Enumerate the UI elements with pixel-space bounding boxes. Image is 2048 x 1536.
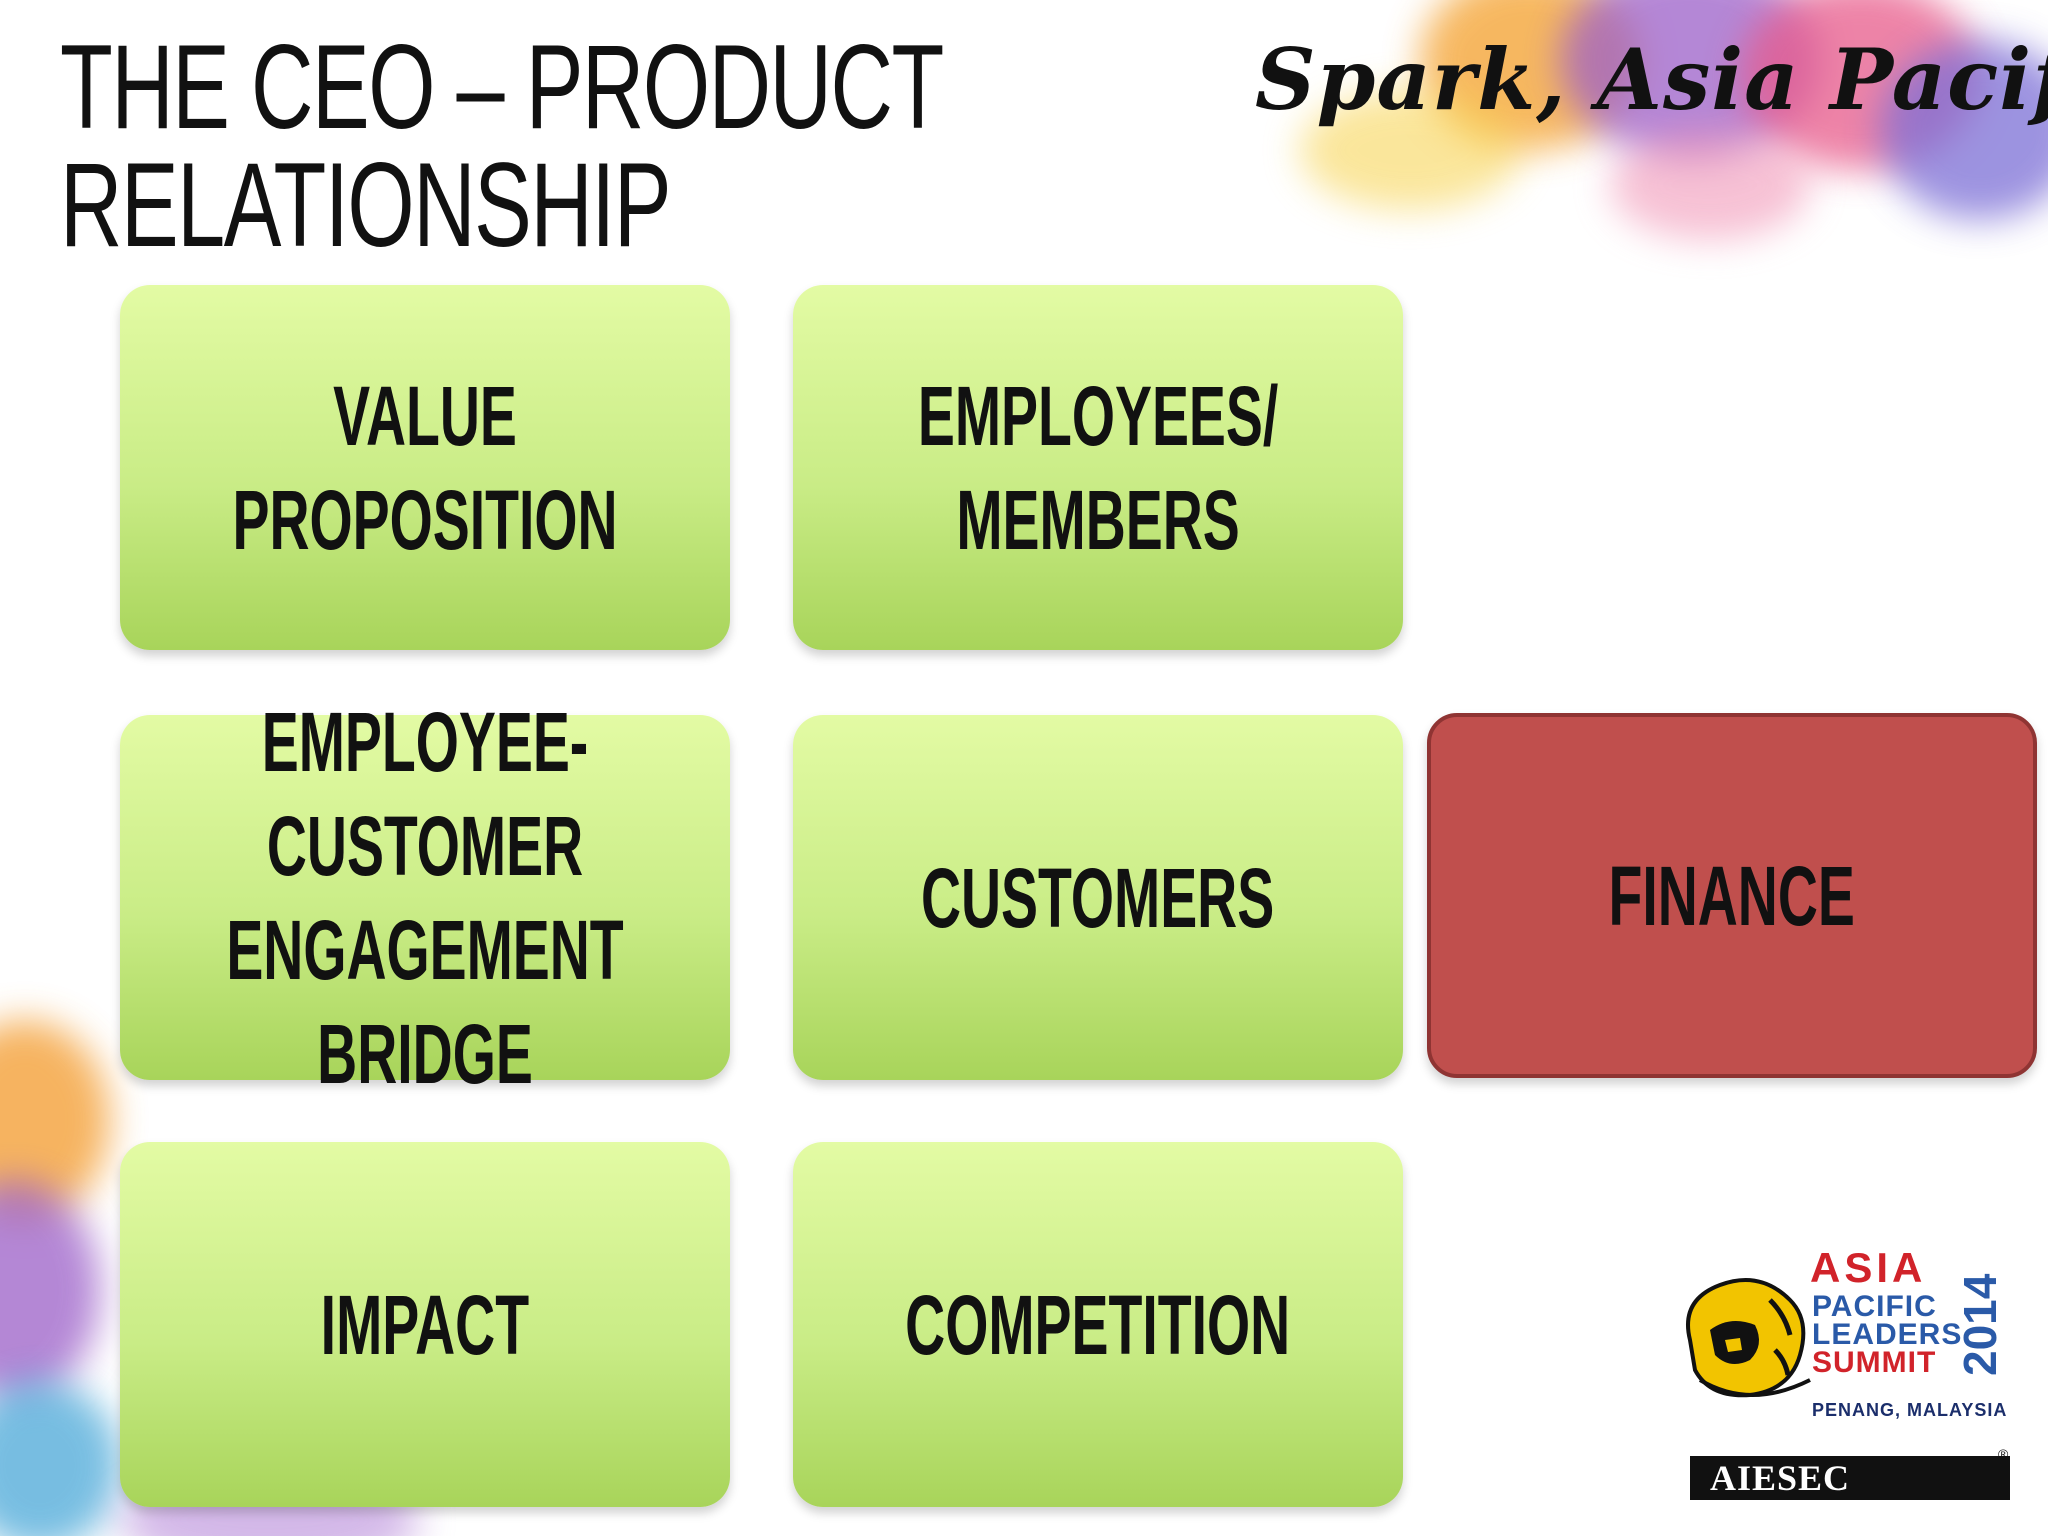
box-impact: IMPACT (120, 1142, 730, 1507)
box-label: COMPETITION (905, 1277, 1291, 1372)
box-label: FINANCE (1608, 848, 1856, 943)
box-label: EMPLOYEE- CUSTOMER ENGAGEMENT BRIDGE (226, 694, 624, 1101)
logo-location-text: PENANG, MALAYSIA (1812, 1400, 2008, 1420)
logo-asia-text: ASIA (1810, 1244, 1927, 1291)
box-engagement-bridge: EMPLOYEE- CUSTOMER ENGAGEMENT BRIDGE (120, 695, 730, 1101)
logo-summit-text: SUMMIT (1812, 1346, 1937, 1379)
slide-title: THE CEO – PRODUCT RELATIONSHIP (60, 20, 944, 272)
registered-mark: ® (1998, 1446, 2009, 1462)
logo-leaders-text: LEADERS (1812, 1318, 1963, 1351)
box-value-proposition: VALUE PROPOSITION (120, 285, 730, 650)
box-finance: FINANCE (1427, 713, 2037, 1078)
box-label: CUSTOMERS (921, 850, 1275, 945)
watercolor-splash (0, 1380, 120, 1536)
logo-year-text: 2014 (1954, 1273, 2006, 1377)
watercolor-splash (0, 1180, 100, 1400)
watercolor-splash (1880, 40, 2048, 220)
aiesec-logo-text: AIESEC (1710, 1458, 1851, 1498)
box-customers: CUSTOMERS (793, 715, 1403, 1080)
watercolor-splash (1300, 90, 1520, 210)
watercolor-splash (1610, 130, 1810, 240)
box-competition: COMPETITION (793, 1142, 1403, 1507)
box-label: EMPLOYEES/ MEMBERS (917, 368, 1279, 567)
title-line-2: RELATIONSHIP (60, 138, 671, 272)
box-label: VALUE PROPOSITION (232, 368, 618, 567)
box-employees-members: EMPLOYEES/ MEMBERS (793, 285, 1403, 650)
title-line-1: THE CEO – PRODUCT (60, 20, 944, 154)
spark-asia-pacific-logo-text: Spark, Asia Pacific! (1255, 30, 2048, 129)
aiesec-logo: AIESEC (1690, 1456, 2010, 1500)
asia-pacific-leaders-summit-logo: ASIA PACIFIC LEADERS SUMMIT 2014 PENANG,… (1660, 1240, 2020, 1510)
lion-icon (1686, 1278, 1811, 1398)
box-label: IMPACT (320, 1277, 530, 1372)
logo-pacific-text: PACIFIC (1812, 1290, 1937, 1323)
